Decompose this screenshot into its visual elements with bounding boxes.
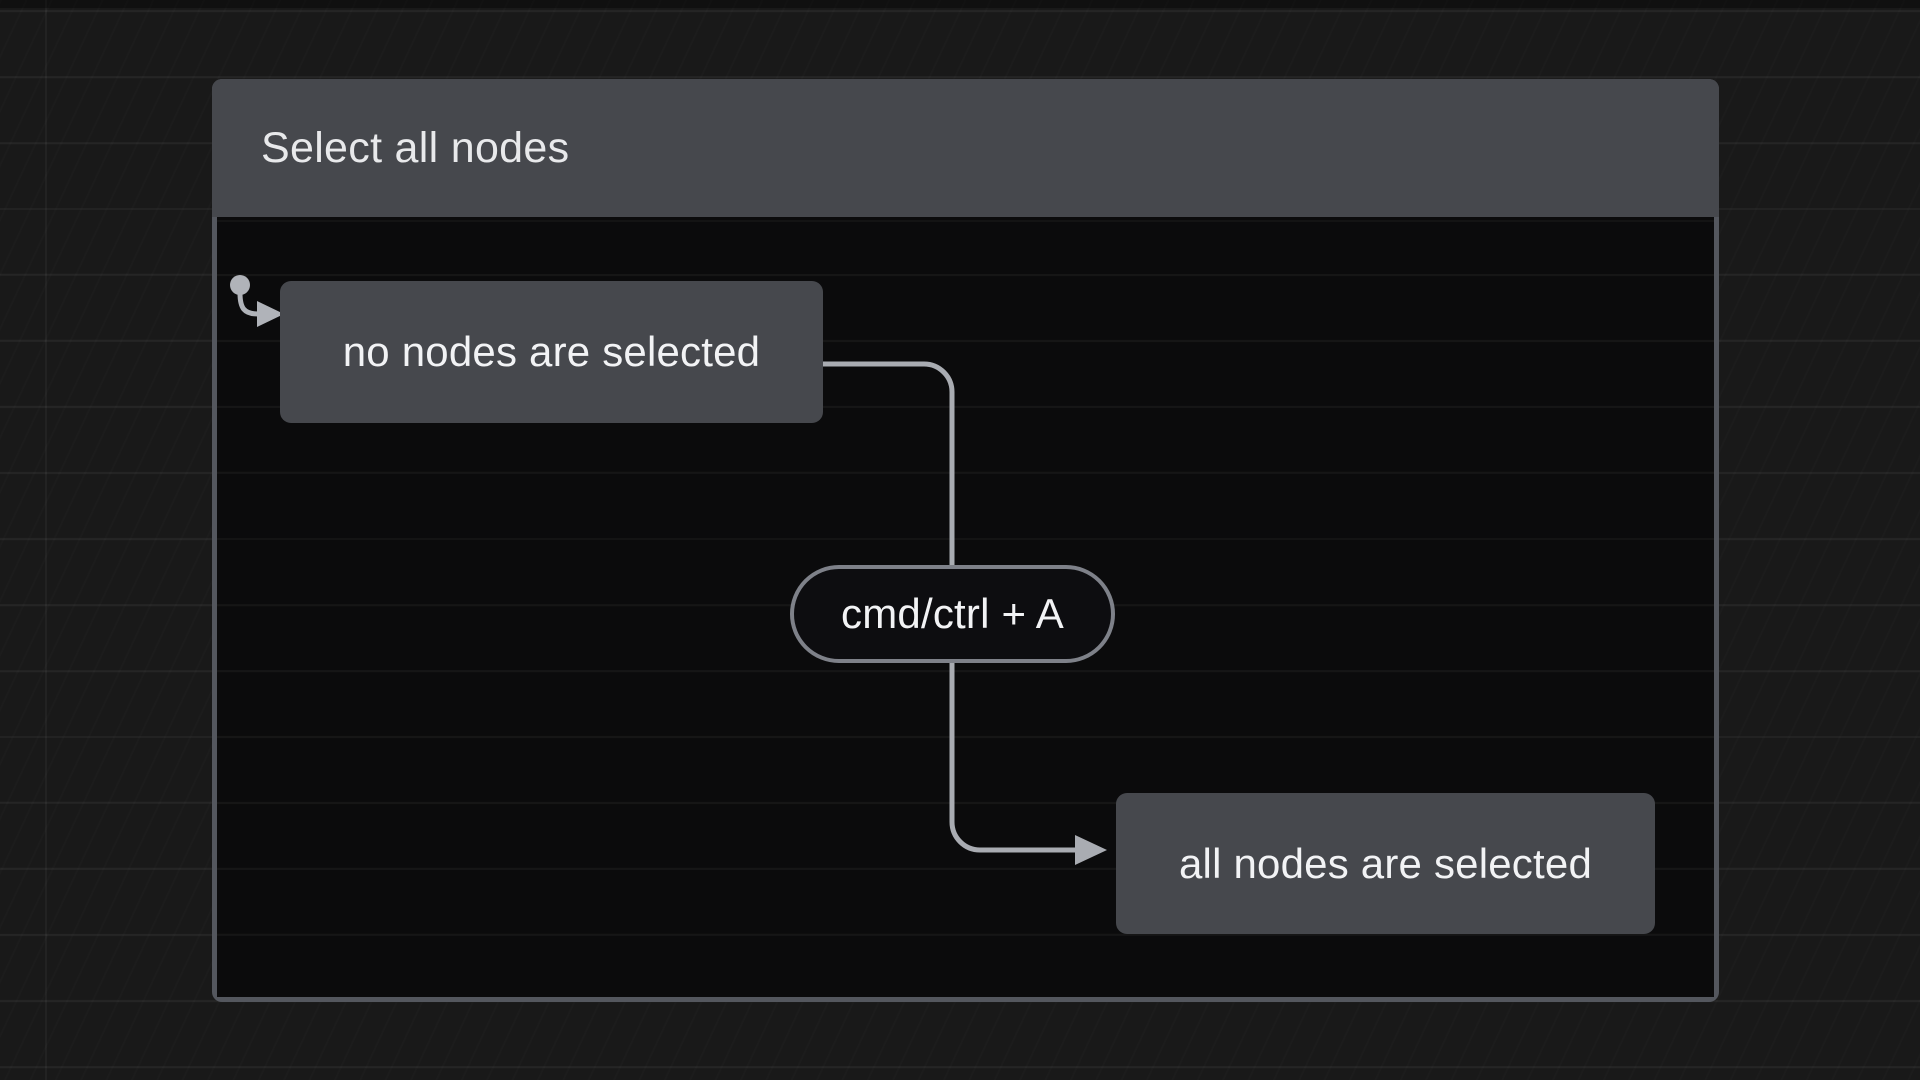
node-all-selected: all nodes are selected	[1116, 793, 1655, 934]
node-no-selection: no nodes are selected	[280, 281, 823, 423]
drag-pointer-icon	[230, 275, 284, 327]
background-top-band	[0, 0, 1920, 8]
shortcut-pill: cmd/ctrl + A	[790, 565, 1115, 663]
arrowhead-icon	[1075, 835, 1107, 865]
card-title: Select all nodes	[261, 123, 570, 172]
background-gridline-vertical	[45, 0, 47, 1080]
shortcut-help-card: Select all nodes no nodes are selected c…	[212, 79, 1719, 1002]
shortcut-pill-label: cmd/ctrl + A	[841, 590, 1064, 637]
node-all-selected-label: all nodes are selected	[1179, 839, 1592, 887]
node-no-selection-label: no nodes are selected	[342, 328, 761, 375]
diagram-canvas: no nodes are selected cmd/ctrl + A all n…	[217, 217, 1714, 997]
card-header: Select all nodes	[212, 79, 1719, 217]
